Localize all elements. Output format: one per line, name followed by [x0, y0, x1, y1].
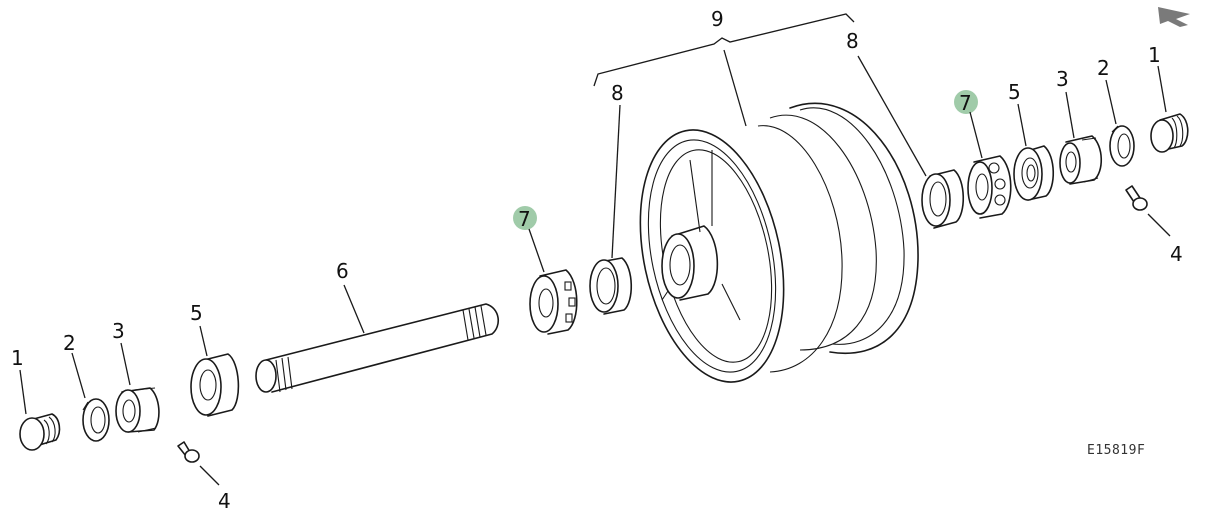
callout-left-seal: 5: [190, 301, 203, 325]
right-bearing-part: [967, 155, 1012, 219]
right-seal-part: [1013, 145, 1055, 201]
callout-leader: [1105, 79, 1117, 125]
right-nut-part: [1059, 135, 1103, 185]
highlight-marker: [954, 90, 978, 114]
wheel-part: [639, 102, 919, 383]
callout-right-cup: 8: [846, 29, 859, 53]
callout-right-grease-fitting: 4: [1170, 242, 1183, 266]
left-bearing-part: [529, 269, 578, 335]
callout-right-seal: 5: [1008, 80, 1021, 104]
callout-left-lock-washer: 2: [63, 331, 76, 355]
callout-leader: [199, 325, 208, 357]
callout-left-cup: 8: [611, 81, 624, 105]
back-arrow-icon[interactable]: [1158, 7, 1190, 27]
callout-axle: 6: [336, 259, 349, 283]
right-cup-part: [921, 169, 965, 229]
callout-leader: [343, 284, 365, 334]
callout-leader: [1157, 65, 1167, 113]
left-seal-part: [190, 353, 240, 417]
callout-leader: [528, 228, 545, 273]
callout-left-nut: 3: [112, 319, 125, 343]
left-nut-part: [115, 387, 160, 433]
callout-leader: [19, 369, 27, 415]
right-grease-fitting-part: [1125, 185, 1148, 211]
callout-leader: [723, 49, 747, 127]
callout-right-bearing: 7: [959, 91, 972, 115]
callout-leader: [1017, 103, 1027, 147]
left-grease-fitting-part: [177, 441, 200, 463]
callout-leader: [969, 111, 983, 159]
axle-part: [255, 303, 499, 393]
callout-right-cap: 1: [1148, 43, 1161, 67]
callout-leader: [199, 465, 220, 486]
right-lock-washer-part: [1109, 125, 1135, 167]
left-lock-washer-part: [82, 398, 110, 442]
callout-left-grease-fitting: 4: [218, 489, 231, 511]
callout-right-nut: 3: [1056, 67, 1069, 91]
callout-bracket: [593, 13, 855, 87]
callout-leader: [1065, 91, 1075, 139]
callout-leader: [120, 342, 131, 386]
callout-leader: [71, 352, 86, 399]
left-cup-part: [589, 257, 633, 315]
callout-leader: [857, 55, 927, 177]
left-cap-part: [19, 413, 61, 451]
callout-left-cap: 1: [11, 346, 24, 370]
callout-right-lock-washer: 2: [1097, 56, 1110, 80]
highlight-marker: [513, 206, 537, 230]
right-cap-part: [1150, 113, 1189, 153]
callout-leader: [611, 104, 621, 259]
callout-left-bearing: 7: [518, 207, 531, 231]
callout-leader: [1147, 213, 1171, 237]
callout-wheel-assembly: 9: [711, 7, 724, 31]
drawing-code: E15819F: [1087, 443, 1145, 458]
